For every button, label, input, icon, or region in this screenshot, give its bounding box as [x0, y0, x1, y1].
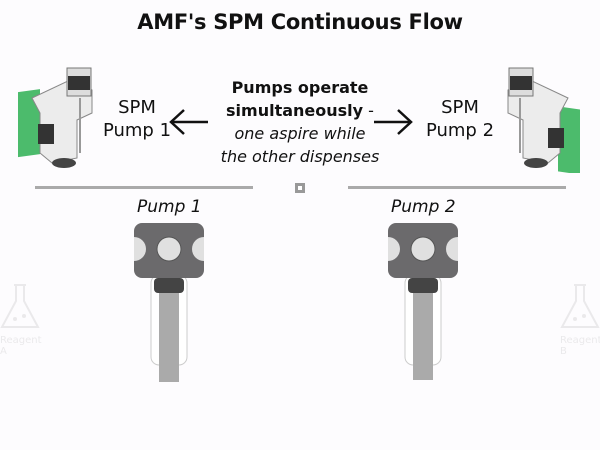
- device-label-line: Pump 2: [425, 120, 495, 141]
- stepper-motor-top-body: [68, 76, 90, 90]
- flask-icon: [560, 284, 600, 328]
- reagent-label: Reagent B: [560, 335, 600, 357]
- circuit-board: [18, 89, 40, 158]
- reagent-b: Reagent B: [560, 283, 600, 357]
- pump-2-label: Pump 2: [391, 197, 456, 217]
- spm-pump-2-illustration: [507, 67, 580, 173]
- caption-italic-line: one aspire while: [234, 124, 366, 143]
- spm-pump-2-label: SPM Pump 2: [425, 96, 495, 142]
- arrow-left-icon: [169, 109, 208, 135]
- pump-1-label: Pump 1: [137, 197, 202, 217]
- valve-port-center: [156, 236, 182, 262]
- stepper-motor-side: [38, 124, 54, 144]
- device-label-line: Pump 1: [102, 120, 172, 141]
- stepper-motor-top-body: [510, 76, 532, 90]
- valve-port-right: [446, 237, 458, 261]
- valve-port-left: [134, 237, 146, 261]
- caption-bold-line: Pumps operate: [231, 78, 369, 97]
- caption-bold-line: simultaneously: [226, 101, 364, 120]
- circuit-board: [558, 106, 580, 173]
- device-label-line: SPM: [118, 97, 156, 118]
- stepper-motor-side: [548, 128, 564, 148]
- flask-icon: [0, 284, 40, 328]
- valve-port-right: [192, 237, 204, 261]
- center-square-marker: [295, 183, 305, 193]
- valve-port-left: [388, 237, 400, 261]
- device-label-line: SPM: [441, 97, 479, 118]
- caption-dash: -: [363, 101, 374, 120]
- plunger-rod: [413, 290, 433, 380]
- valve-port-center: [410, 236, 436, 262]
- valve-base: [524, 158, 548, 168]
- plunger-head: [154, 278, 184, 293]
- plunger-head: [408, 278, 438, 293]
- reagent-a: Reagent A: [0, 283, 50, 357]
- valve-base: [52, 158, 76, 168]
- pump-2-schematic: [388, 223, 458, 380]
- plunger-rod: [159, 290, 179, 382]
- divider-left: [35, 186, 253, 189]
- spm-pump-1-illustration: [18, 67, 93, 168]
- pump-1-schematic: [134, 223, 204, 382]
- arrow-right-icon: [374, 109, 413, 135]
- spm-pump-1-label: SPM Pump 1: [102, 96, 172, 142]
- simultaneous-operation-caption: Pumps operate simultaneously - one aspir…: [205, 76, 395, 168]
- divider-right: [348, 186, 566, 189]
- caption-italic-line: the other dispenses: [220, 147, 380, 166]
- reagent-label: Reagent A: [0, 335, 42, 357]
- diagram-title: AMF's SPM Continuous Flow: [137, 10, 463, 34]
